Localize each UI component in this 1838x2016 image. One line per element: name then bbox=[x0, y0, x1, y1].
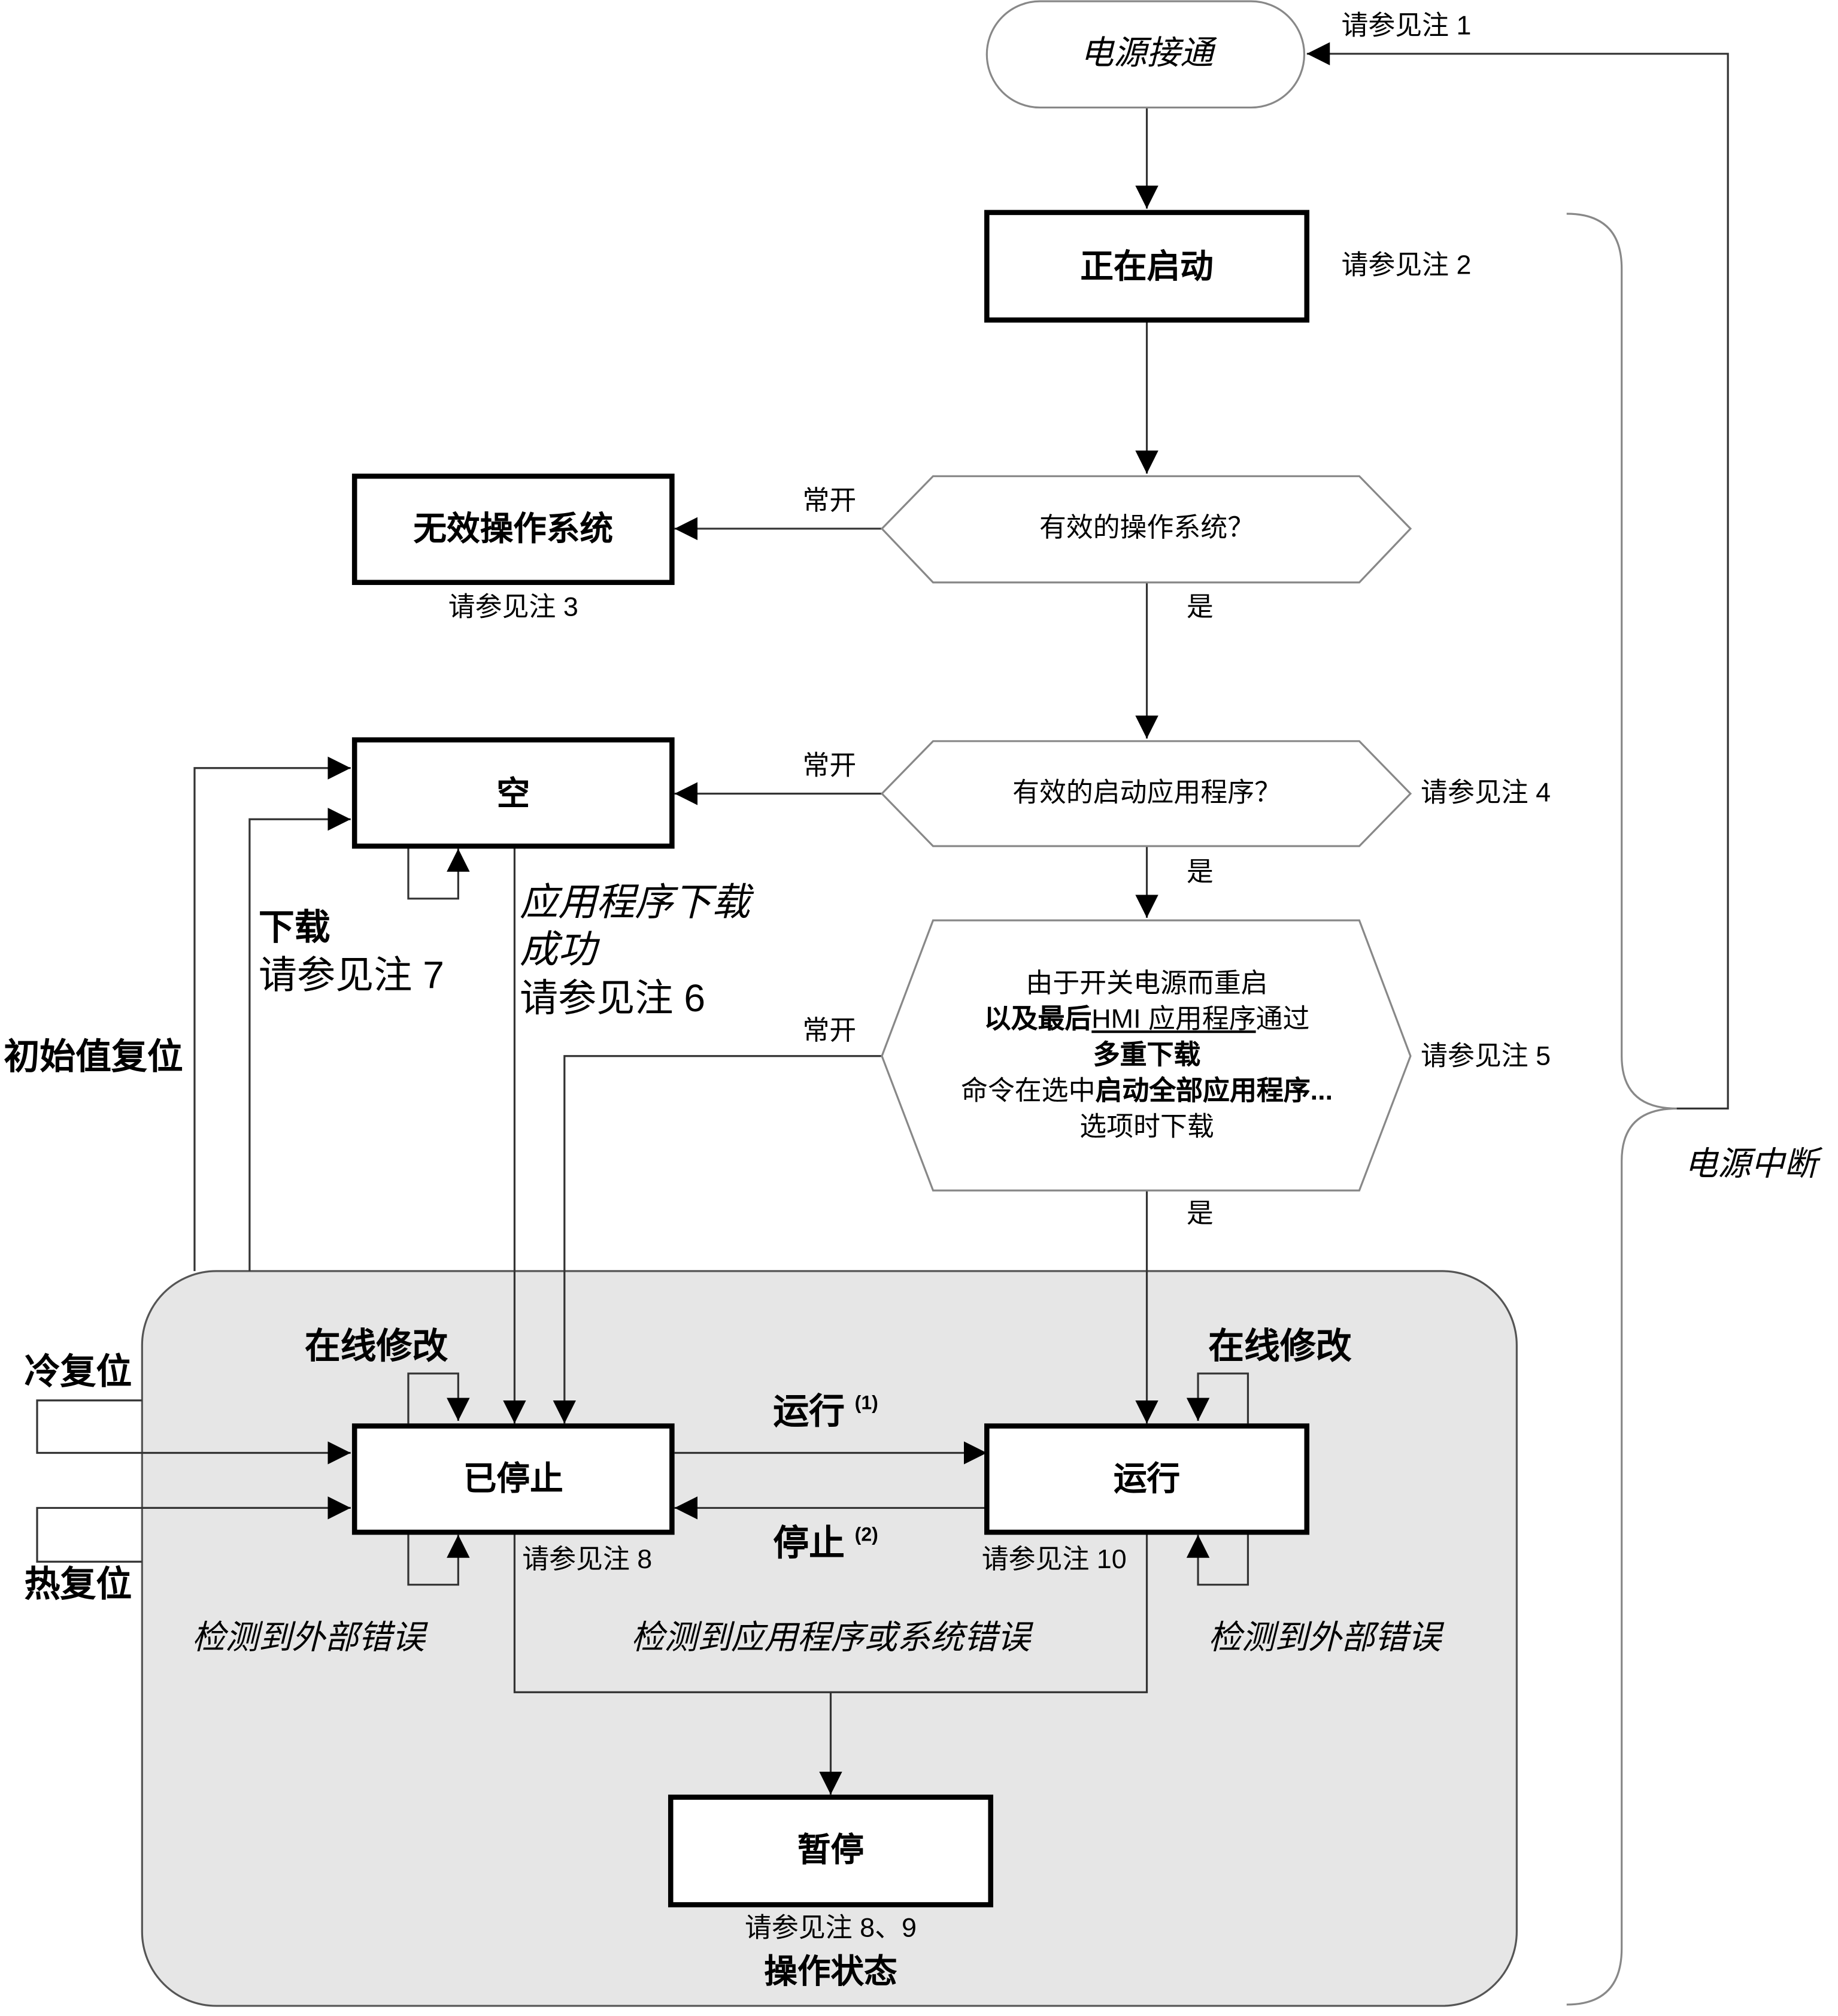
note-6: 请参见注 6 bbox=[519, 978, 706, 1020]
stopped-box bbox=[351, 1423, 675, 1535]
note-8-9: 请参见注 8、9 bbox=[745, 1914, 917, 1944]
edge-empty-selfloop bbox=[407, 846, 470, 900]
edge-download bbox=[248, 808, 351, 1271]
power-interrupt-brace bbox=[1566, 213, 1677, 2006]
edge-factory-reset bbox=[193, 756, 351, 1271]
run-transition-text: 运行 bbox=[773, 1391, 845, 1432]
normally-open-label-2: 常开 bbox=[802, 751, 857, 781]
restart-line-3: 多重下载 bbox=[1093, 1041, 1201, 1071]
edge-stopped-ext-error bbox=[407, 1532, 470, 1586]
online-modify-label-right: 在线修改 bbox=[1208, 1326, 1352, 1366]
restart-line-2c: 通过 bbox=[1255, 1005, 1310, 1035]
warm-reset-label: 热复位 bbox=[24, 1564, 132, 1604]
edge-cold-reset bbox=[36, 1399, 351, 1465]
note-2: 请参见注 2 bbox=[1341, 251, 1472, 281]
restart-line-4b: 启动全部应用程序... bbox=[1095, 1076, 1333, 1106]
app-download-ok-line-1: 应用程序下载 bbox=[519, 881, 750, 924]
edge-restart-stopped bbox=[553, 1055, 882, 1424]
empty-label: 空 bbox=[496, 774, 530, 813]
factory-reset-label: 初始值复位 bbox=[4, 1036, 183, 1077]
power-on-label: 电源接通 bbox=[1080, 33, 1214, 72]
restart-line-4a: 命令在选中 bbox=[960, 1076, 1096, 1106]
invalid-os-box bbox=[351, 474, 675, 586]
ext-error-label-right: 检测到外部错误 bbox=[1208, 1618, 1442, 1657]
note-1: 请参见注 1 bbox=[1341, 11, 1472, 41]
starting-box bbox=[984, 210, 1310, 323]
cold-reset-label: 冷复位 bbox=[24, 1351, 132, 1392]
note-4: 请参见注 4 bbox=[1421, 778, 1551, 808]
invalid-os-label: 无效操作系统 bbox=[413, 509, 614, 548]
restart-line-1: 由于开关电源而重启 bbox=[1026, 969, 1268, 999]
running-label: 运行 bbox=[1113, 1459, 1181, 1498]
run-transition-label: 运行 (1) bbox=[773, 1391, 878, 1432]
connectors bbox=[36, 42, 1729, 1795]
normally-open-label-3: 常开 bbox=[802, 1016, 857, 1046]
paused-box bbox=[668, 1794, 993, 1908]
power-interrupt-label: 电源中断 bbox=[1684, 1144, 1818, 1183]
restart-line-2b: HMI 应用程序 bbox=[1091, 1005, 1256, 1035]
restart-line-4: 命令在选中启动全部应用程序... bbox=[961, 1078, 1333, 1105]
stop-transition-text: 停止 bbox=[773, 1523, 845, 1563]
note-3: 请参见注 3 bbox=[448, 592, 578, 623]
valid-boot-app-question: 有效的启动应用程序？ bbox=[1012, 778, 1282, 808]
restart-line-2a: 以及最后 bbox=[984, 1005, 1092, 1035]
stop-transition-label: 停止 (2) bbox=[773, 1523, 878, 1563]
ext-error-label-left: 检测到外部错误 bbox=[192, 1618, 425, 1657]
decision-restart bbox=[881, 919, 1412, 1192]
restart-line-2: 以及最后HMI 应用程序通过 bbox=[984, 1006, 1310, 1033]
note-7: 请参见注 7 bbox=[258, 954, 444, 998]
paused-label: 暂停 bbox=[797, 1830, 865, 1869]
edge-running-online bbox=[1186, 1372, 1249, 1424]
note-10: 请参见注 10 bbox=[981, 1545, 1127, 1575]
stopped-label: 已停止 bbox=[463, 1459, 563, 1498]
app-download-ok-line-2: 成功 bbox=[519, 929, 597, 972]
yes-label-1: 是 bbox=[1186, 592, 1214, 623]
edge-running-ext-error bbox=[1186, 1532, 1249, 1586]
operating-state-label: 操作状态 bbox=[764, 1952, 897, 1991]
app-sys-error-label: 检测到应用程序或系统错误 bbox=[630, 1618, 1031, 1657]
stop-transition-footnote: (2) bbox=[854, 1524, 878, 1547]
edge-stopped-online bbox=[407, 1372, 470, 1424]
power-on-terminal bbox=[985, 0, 1306, 109]
online-modify-label-left: 在线修改 bbox=[304, 1326, 448, 1366]
note-8: 请参见注 8 bbox=[522, 1545, 653, 1575]
yes-label-3: 是 bbox=[1186, 1199, 1214, 1229]
empty-box bbox=[351, 737, 675, 849]
normally-open-label-1: 常开 bbox=[802, 486, 857, 516]
yes-label-2: 是 bbox=[1186, 857, 1214, 887]
download-label: 下载 bbox=[258, 907, 330, 948]
restart-line-5: 选项时下载 bbox=[1079, 1112, 1214, 1142]
decision-valid-os bbox=[880, 475, 1412, 584]
starting-label: 正在启动 bbox=[1080, 247, 1214, 286]
valid-os-question: 有效的操作系统？ bbox=[1039, 513, 1255, 543]
run-transition-footnote: (1) bbox=[854, 1392, 878, 1414]
decision-valid-boot-app bbox=[880, 740, 1412, 847]
note-5: 请参见注 5 bbox=[1421, 1042, 1551, 1072]
running-box bbox=[984, 1423, 1310, 1535]
edge-power-interrupt bbox=[1306, 42, 1729, 1110]
